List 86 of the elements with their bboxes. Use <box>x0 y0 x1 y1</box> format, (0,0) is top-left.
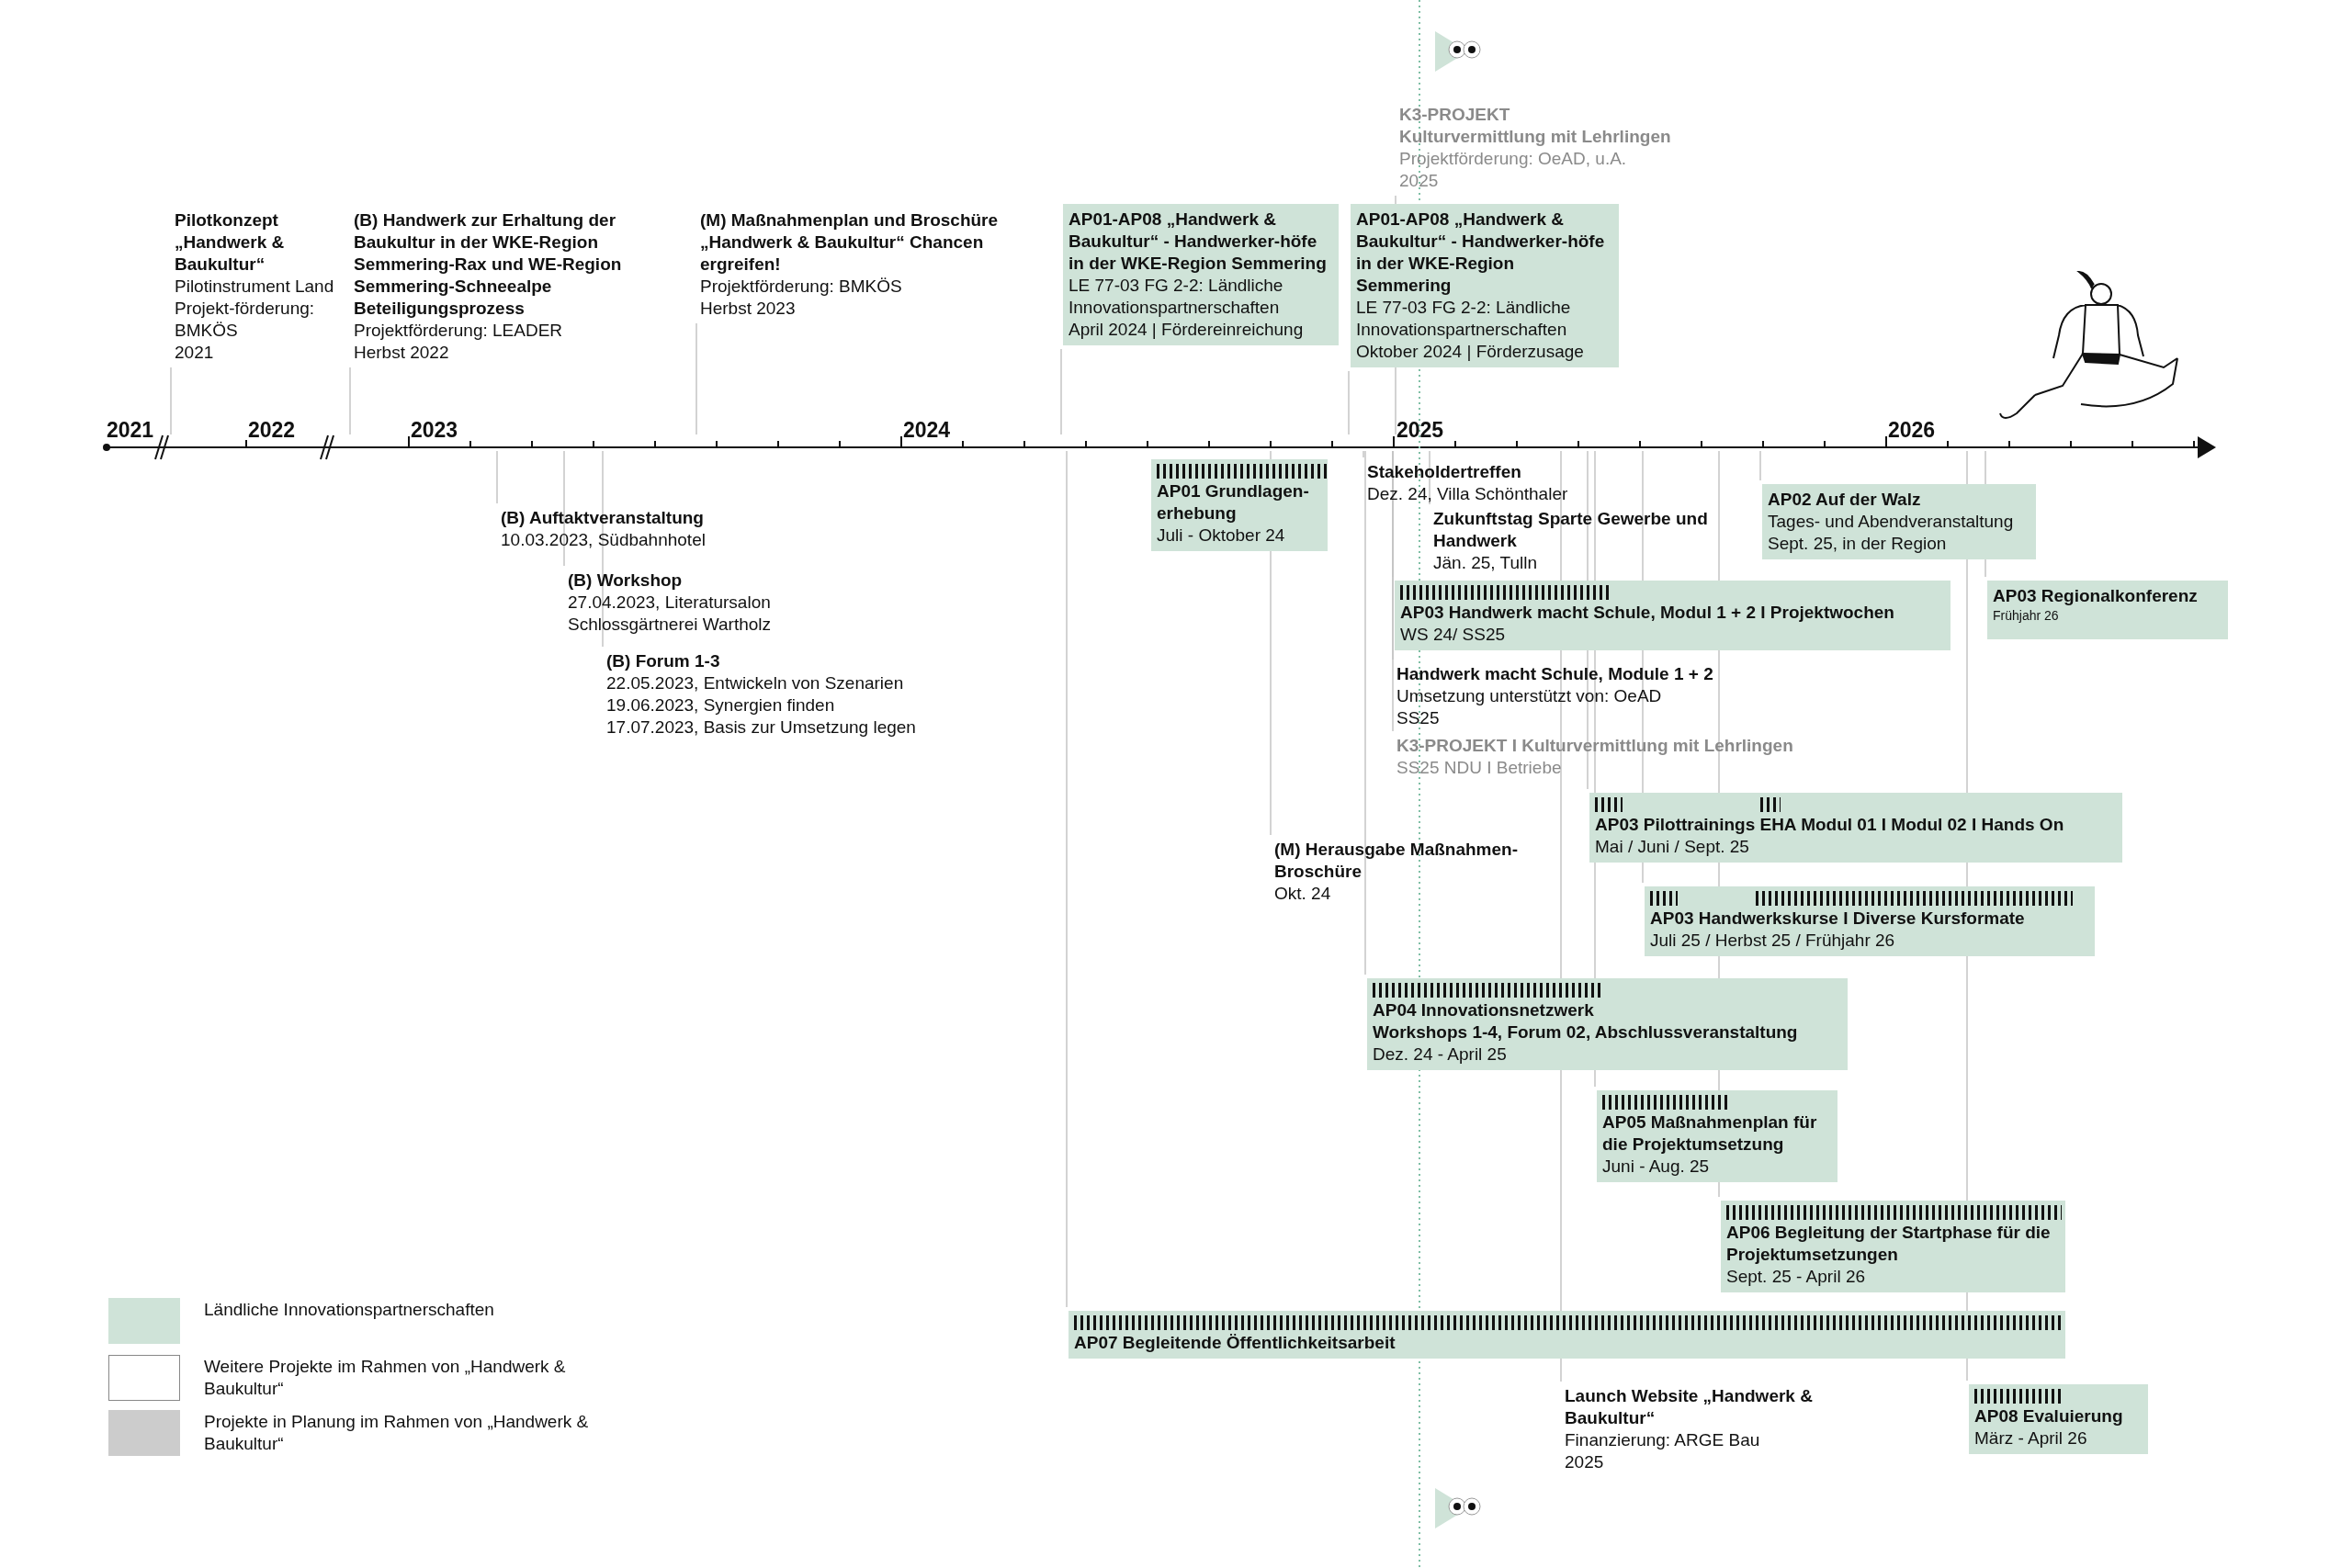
event-detail: 2025 <box>1565 1451 1604 1473</box>
legend-label: Projekte in Planung im Rahmen von „Handwerk & Baukultur“ <box>204 1411 590 1455</box>
work-package-box <box>1597 1090 1838 1182</box>
work-package-detail: Juli - Oktober 24 <box>1157 525 1286 547</box>
work-package-box <box>1762 484 2036 559</box>
event-detail: 2021 <box>175 342 214 364</box>
year-label: 2024 <box>903 419 951 441</box>
work-package-title: AP01 Grundlagen-erhebung <box>1157 480 1310 525</box>
event-detail: Herbst 2023 <box>700 298 796 320</box>
event-detail: Projektförderung: BMKÖS <box>700 276 902 298</box>
year-label: 2026 <box>1888 419 1936 441</box>
work-package-box <box>1969 1384 2148 1454</box>
work-package-box <box>1395 581 1951 650</box>
work-package-box <box>1367 978 1848 1070</box>
work-package-title: AP02 Auf der Walz <box>1768 489 1922 511</box>
event-title: K3-PROJEKT <box>1399 104 1510 126</box>
event-detail: 17.07.2023, Basis zur Umsetzung legen <box>606 716 916 739</box>
event-detail: Umsetzung unterstützt von: OeAD <box>1396 685 1662 707</box>
event-title: Pilotkonzept „Handwerk & Baukultur“ <box>175 209 286 276</box>
work-package-detail: Juli 25 / Herbst 25 / Frühjahr 26 <box>1650 930 1896 952</box>
event-title: Launch Website „Handwerk & Baukultur“ <box>1565 1385 1814 1429</box>
work-package-title: AP08 Evaluierung <box>1974 1405 2124 1427</box>
event-detail: 19.06.2023, Synergien finden <box>606 694 835 716</box>
event-detail: 2025 <box>1399 170 1439 192</box>
work-package-title: AP03 Handwerk macht Schule, Modul 1 + 2 I Projektwochen <box>1400 602 1895 624</box>
work-package-detail: Dez. 24 - April 25 <box>1373 1043 1508 1066</box>
work-package-box <box>1987 581 2228 639</box>
event-detail: Dez. 24, Villa Schönthaler <box>1367 483 1568 505</box>
work-package-box <box>1351 204 1619 367</box>
work-package-title: AP01-AP08 „Handwerk & Baukultur“ - Handwerker-höfe in der WKE-Region Semmering <box>1069 209 1328 275</box>
event-detail: Finanzierung: ARGE Bau <box>1565 1429 1760 1451</box>
event-detail: 22.05.2023, Entwickeln von Szenarien <box>606 672 904 694</box>
work-package-title: AP03 Handwerkskurse I Diverse Kursformate <box>1650 908 2026 930</box>
work-package-detail: April 2024 | Fördereinreichung <box>1069 319 1305 341</box>
work-package-detail: Sept. 25, in der Region <box>1768 533 1948 555</box>
event-detail: Pilotinstrument Land Projekt-förderung: BMKÖS <box>175 276 335 342</box>
event-detail: Projektförderung: LEADER <box>354 320 563 342</box>
work-package-title: AP06 Begleitung der Startphase für die Projektumsetzungen <box>1726 1222 2052 1266</box>
year-label: 2022 <box>248 419 296 441</box>
event-title: (M) Herausgabe Maßnahmen-Broschüre <box>1274 839 1519 883</box>
work-package-title: AP03 Regionalkonferenz <box>1993 585 2199 607</box>
event-detail: SS25 <box>1396 707 1440 729</box>
event-detail: Projektförderung: OeAD, u.A. <box>1399 148 1627 170</box>
event-detail: 27.04.2023, Literatursalon Schlossgärtnerei Wartholz <box>568 592 773 636</box>
work-package-detail: Juni - Aug. 25 <box>1602 1156 1711 1178</box>
event-title: Handwerk macht Schule, Module 1 + 2 <box>1396 663 1713 685</box>
work-package-box <box>1589 793 2122 863</box>
event-title: K3-PROJEKT I Kulturvermittlung mit Lehrlingen <box>1396 735 1793 757</box>
event-detail: Jän. 25, Tulln <box>1433 552 1538 574</box>
work-package-box <box>1063 204 1339 345</box>
work-package-title: AP07 Begleitende Öffentlichkeitsarbeit <box>1074 1332 1396 1354</box>
work-package-box <box>1645 886 2095 956</box>
event-detail: Okt. 24 <box>1274 883 1331 905</box>
event-title: Kulturvermittlung mit Lehrlingen <box>1399 126 1671 148</box>
legend-label: Weitere Projekte im Rahmen von „Handwerk & Baukultur“ <box>204 1356 567 1400</box>
work-package-title: AP03 Pilottrainings EHA Modul 01 I Modul 02 I Hands On <box>1595 814 2065 836</box>
work-package-title: AP05 Maßnahmenplan für die Projektumsetzung <box>1602 1111 1818 1156</box>
event-title: Stakeholdertreffen <box>1367 461 1521 483</box>
work-package-detail: März - April 26 <box>1974 1427 2088 1450</box>
event-title: (B) Auftaktveranstaltung <box>501 507 704 529</box>
event-detail: SS25 NDU I Betriebe <box>1396 757 1562 779</box>
legend-label: Ländliche Innovationspartnerschaften <box>204 1299 495 1321</box>
work-package-title: AP04 Innovationsnetzwerk <box>1373 999 1595 1021</box>
work-package-detail: Sept. 25 - April 26 <box>1726 1266 1867 1288</box>
event-title: Zukunftstag Sparte Gewerbe und Handwerk <box>1433 508 1709 552</box>
work-package-box <box>1151 459 1328 551</box>
work-package-detail: Tages- und Abendveranstaltung <box>1768 511 2015 533</box>
event-detail: Herbst 2022 <box>354 342 449 364</box>
work-package-detail: Mai / Juni / Sept. 25 <box>1595 836 1750 858</box>
work-package-detail: LE 77-03 FG 2-2: Ländliche Innovationspartnerschaften <box>1069 275 1284 319</box>
work-package-detail: Oktober 2024 | Förderzusage <box>1356 341 1585 363</box>
event-detail: 10.03.2023, Südbahnhotel <box>501 529 706 551</box>
work-package-detail: WS 24/ SS25 <box>1400 624 1507 646</box>
work-package-detail: Frühjahr 26 <box>1993 607 2060 624</box>
event-title: (B) Handwerk zur Erhaltung der Baukultur in der WKE-Region Semmering-Rax und WE-Region Semmering-Schneealpe Beteiligungsprozess <box>354 209 623 320</box>
work-package-title: AP01-AP08 „Handwerk & Baukultur“ - Handwerker-höfe in der WKE-Region Semmering <box>1356 209 1606 297</box>
work-package-box <box>1721 1201 2065 1292</box>
year-label: 2025 <box>1396 419 1444 441</box>
event-title: (B) Forum 1-3 <box>606 650 720 672</box>
year-label: 2023 <box>411 419 458 441</box>
work-package-title: Workshops 1-4, Forum 02, Abschlussveranstaltung <box>1373 1021 1799 1043</box>
year-label: 2021 <box>107 419 154 441</box>
event-title: (M) Maßnahmenplan und Broschüre „Handwerk & Baukultur“ Chancen ergreifen! <box>700 209 1000 276</box>
event-title: (B) Workshop <box>568 570 683 592</box>
work-package-detail: LE 77-03 FG 2-2: Ländliche Innovationspartnerschaften <box>1356 297 1572 341</box>
work-package-box <box>1069 1311 2065 1359</box>
